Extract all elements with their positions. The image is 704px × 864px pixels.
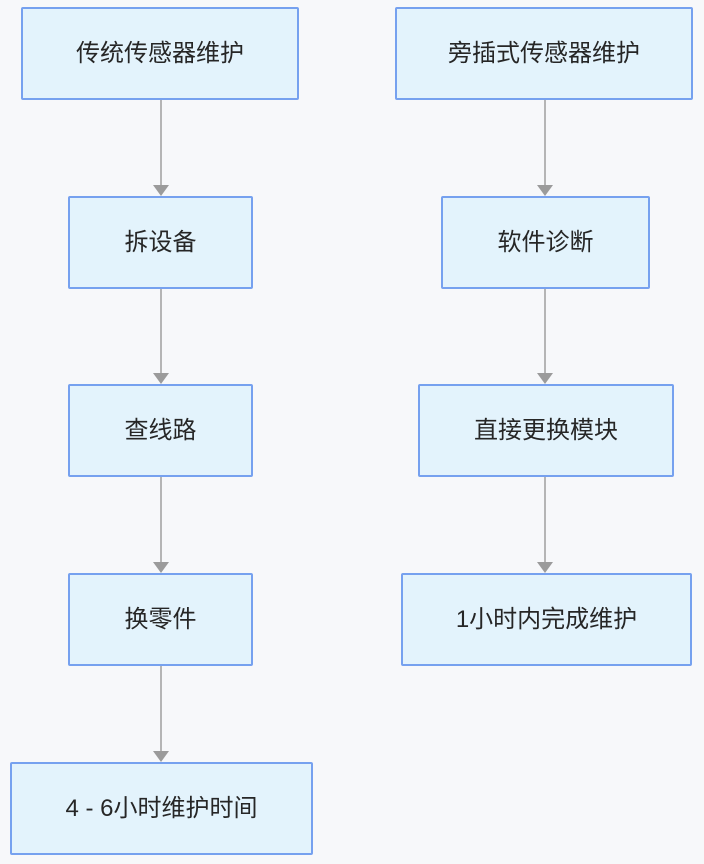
arrow-down-icon [537, 373, 553, 384]
arrow-line [544, 477, 546, 565]
node-replace-module-directly: 直接更换模块 [418, 384, 674, 477]
node-maintenance-time-4-6h: 4 - 6小时维护时间 [10, 762, 313, 855]
flow-arrow [153, 289, 169, 384]
flow-arrow [153, 477, 169, 573]
flow-arrow [537, 477, 553, 573]
arrow-line [160, 289, 162, 376]
node-check-wiring: 查线路 [68, 384, 253, 477]
node-replace-parts: 换零件 [68, 573, 253, 666]
arrow-down-icon [153, 562, 169, 573]
arrow-down-icon [153, 185, 169, 196]
node-plugin-sensor-maintenance: 旁插式传感器维护 [395, 7, 693, 100]
arrow-down-icon [537, 562, 553, 573]
node-traditional-sensor-maintenance: 传统传感器维护 [21, 7, 299, 100]
flow-arrow [153, 100, 169, 196]
arrow-line [544, 100, 546, 188]
arrow-line [160, 666, 162, 754]
node-maintenance-done-1h: 1小时内完成维护 [401, 573, 692, 666]
arrow-line [160, 477, 162, 565]
flow-arrow [153, 666, 169, 762]
flow-arrow [537, 289, 553, 384]
node-disassemble-equipment: 拆设备 [68, 196, 253, 289]
arrow-down-icon [153, 751, 169, 762]
arrow-down-icon [537, 185, 553, 196]
arrow-line [544, 289, 546, 376]
arrow-down-icon [153, 373, 169, 384]
arrow-line [160, 100, 162, 188]
node-software-diagnosis: 软件诊断 [441, 196, 650, 289]
flow-arrow [537, 100, 553, 196]
